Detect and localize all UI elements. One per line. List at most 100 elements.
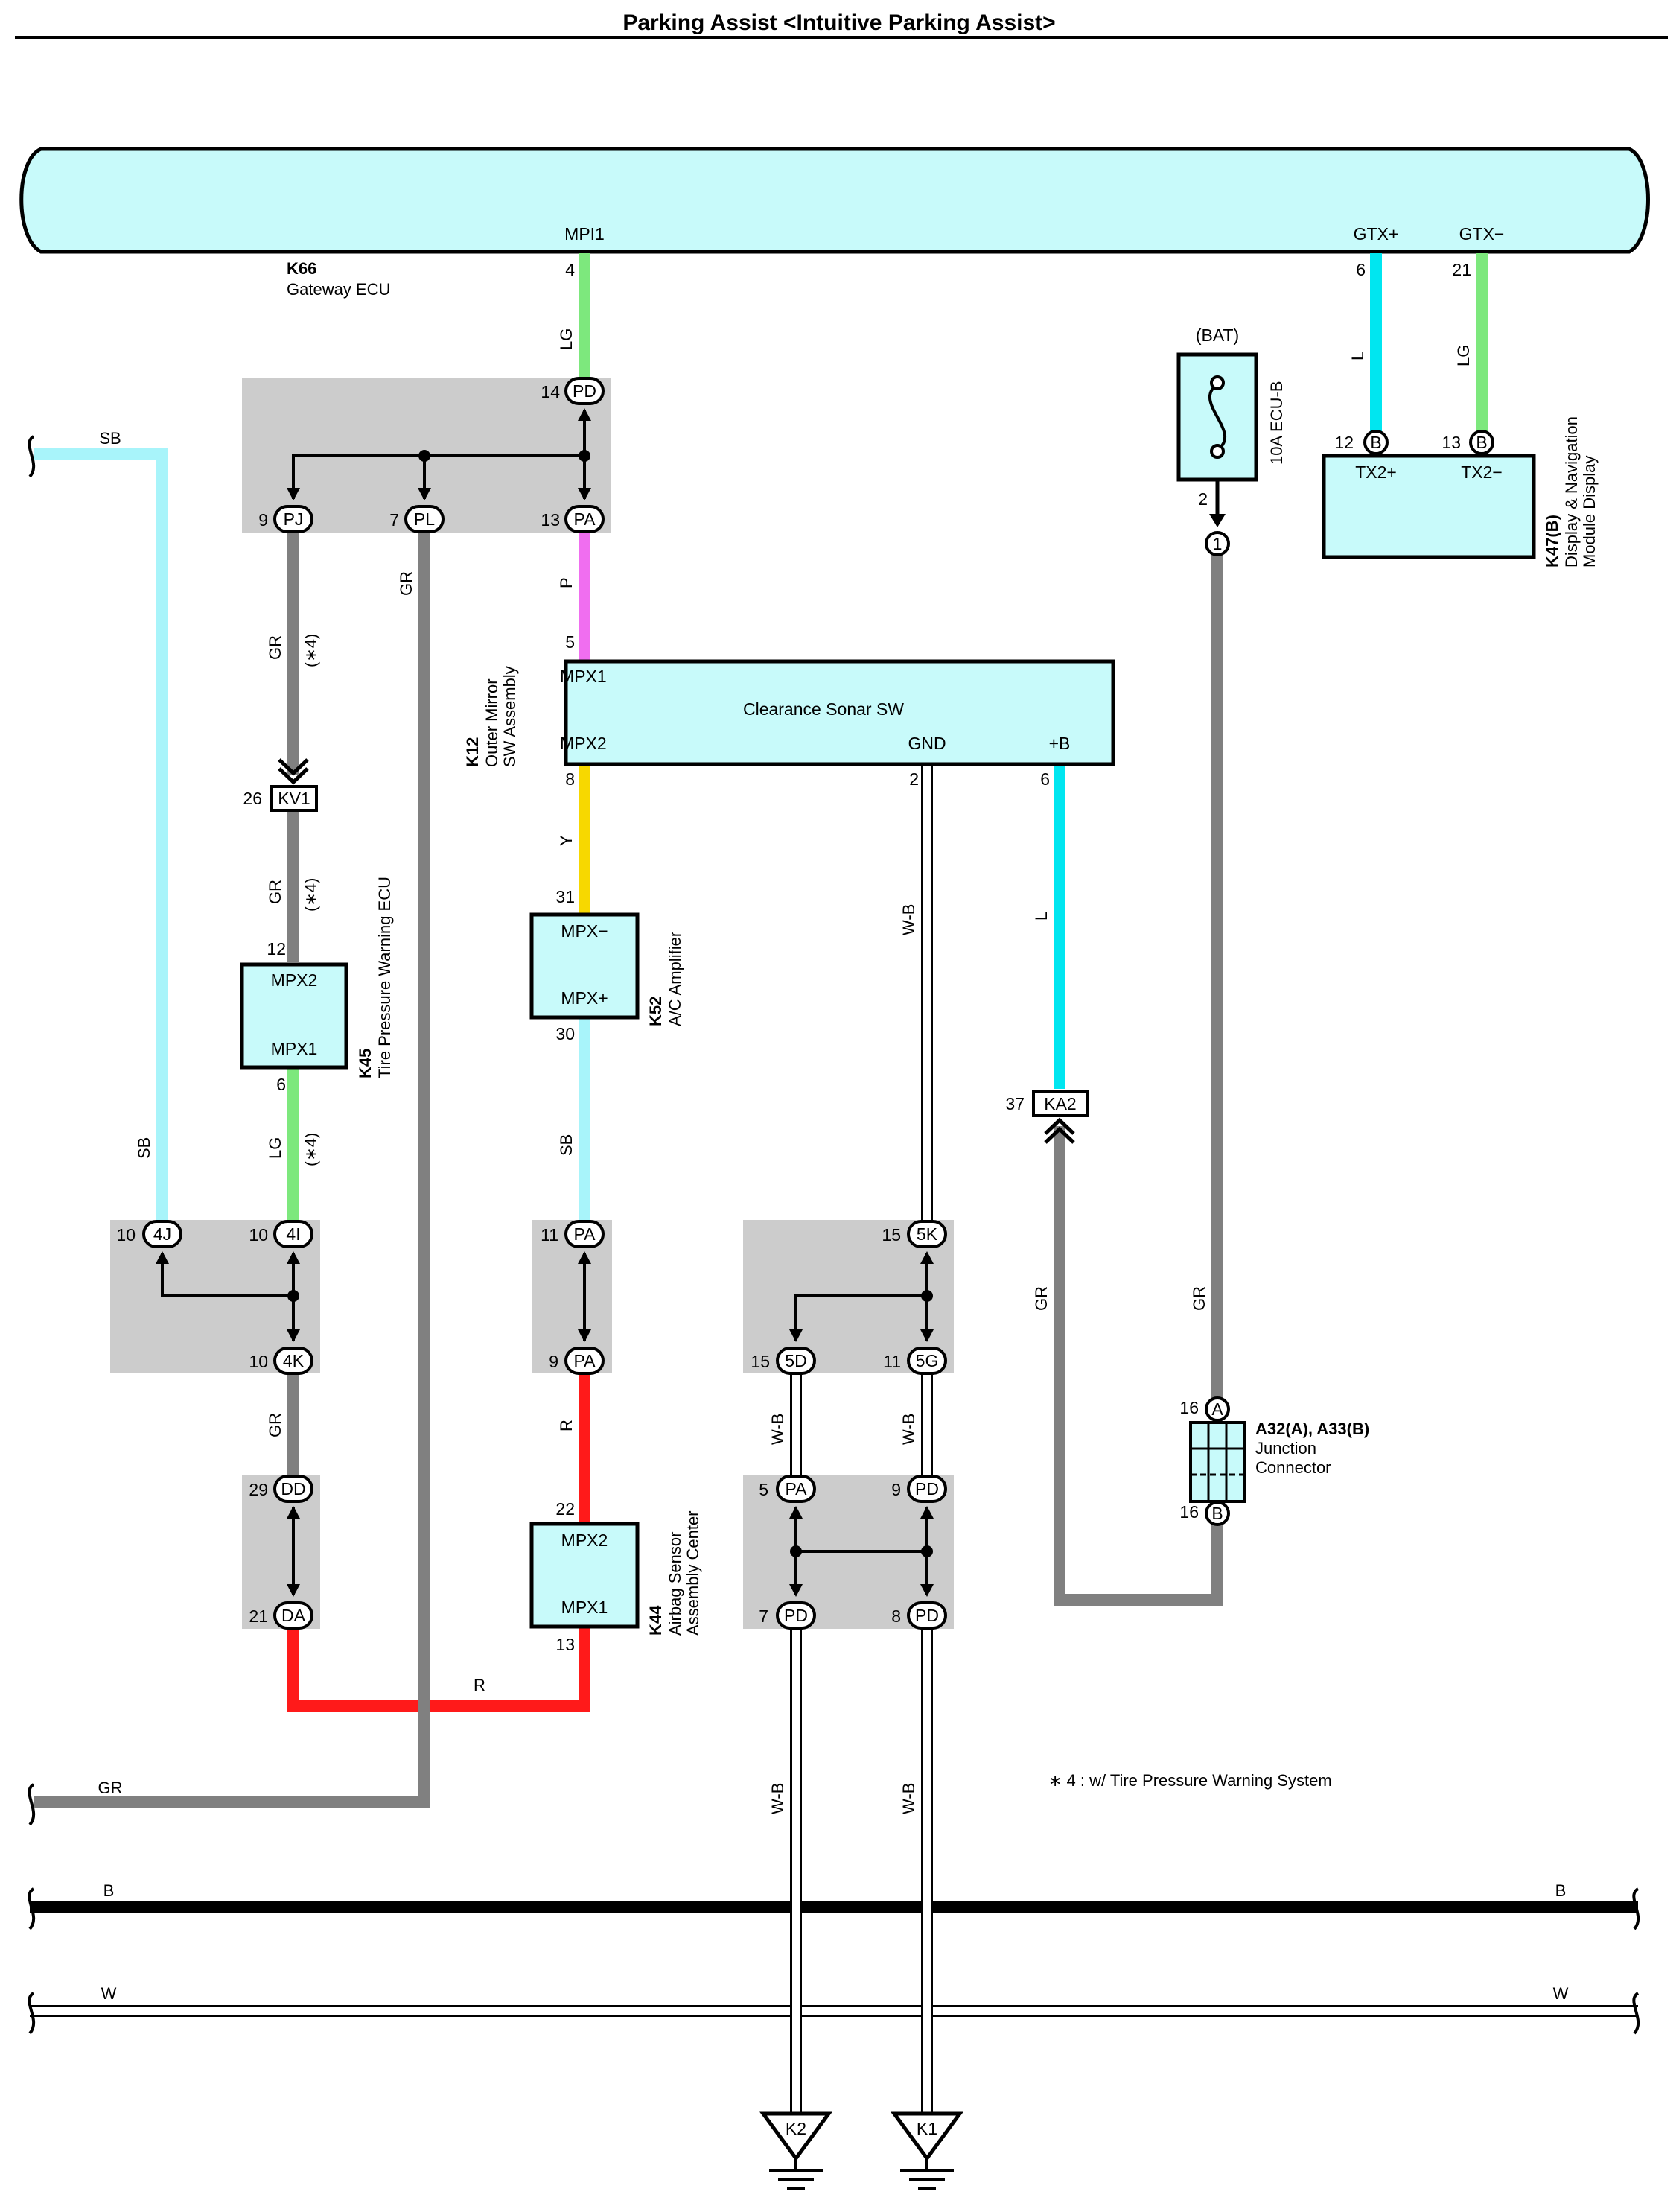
k47-side-label: K47(B) Display & Navigation Module Displ…	[1543, 416, 1599, 568]
svg-text:21: 21	[1452, 260, 1471, 279]
svg-text:Tire Pressure Warning ECU: Tire Pressure Warning ECU	[375, 877, 394, 1078]
svg-text:W-B: W-B	[899, 1783, 918, 1814]
k44-side-label: K44 Airbag Sensor Assembly Center	[646, 1510, 702, 1636]
svg-text:B: B	[1370, 433, 1381, 452]
svg-text:GR: GR	[266, 635, 284, 660]
svg-text:13: 13	[1441, 433, 1461, 452]
svg-text:37: 37	[1005, 1094, 1025, 1113]
inline-connector-kv1: KV1	[270, 758, 318, 812]
k12-pin-b: +B	[1049, 734, 1071, 753]
svg-text:15: 15	[882, 1225, 901, 1245]
svg-text:W-B: W-B	[899, 1414, 918, 1445]
svg-text:PD: PD	[915, 1606, 939, 1625]
svg-text:16: 16	[1179, 1398, 1199, 1417]
svg-text:DA: DA	[281, 1606, 306, 1625]
svg-text:W-B: W-B	[768, 1414, 787, 1445]
svg-text:K44: K44	[646, 1605, 665, 1636]
svg-text:6: 6	[276, 1075, 286, 1094]
svg-text:B: B	[1211, 1504, 1223, 1523]
svg-text:Assembly Center: Assembly Center	[684, 1510, 702, 1636]
svg-text:Outer Mirror: Outer Mirror	[482, 678, 501, 767]
svg-text:5K: 5K	[917, 1224, 938, 1244]
svg-text:15: 15	[751, 1352, 770, 1371]
footnote: ∗ 4 : w/ Tire Pressure Warning System	[1048, 1771, 1332, 1790]
junction-code: A32(A), A33(B)	[1255, 1420, 1369, 1438]
k47-pin-tx2m: TX2−	[1461, 463, 1503, 482]
svg-text:5: 5	[759, 1480, 768, 1499]
svg-text:9: 9	[258, 510, 268, 530]
junction-connector-symbol	[1189, 1421, 1246, 1503]
k66-pin-gtxp: GTX+	[1354, 224, 1399, 244]
svg-text:26: 26	[243, 789, 262, 808]
svg-text:SB: SB	[557, 1134, 576, 1156]
svg-text:GR: GR	[397, 571, 415, 596]
connector-labels: PD PJ PL PA 4J 4I 4K PA PA 5K 5D 5G DD D…	[153, 381, 1488, 1625]
k47-display-module-box	[1322, 454, 1536, 559]
k12-side-label: K12 Outer Mirror SW Assembly	[463, 666, 519, 767]
svg-text:2: 2	[1198, 489, 1208, 509]
wires	[30, 253, 1638, 2017]
k66-gateway-ecu-body	[19, 147, 1650, 254]
svg-text:4K: 4K	[283, 1351, 305, 1370]
ground-k2: K2	[759, 2111, 832, 2190]
svg-text:(∗4): (∗4)	[302, 1133, 320, 1166]
svg-text:Y: Y	[557, 835, 576, 846]
svg-text:5D: 5D	[785, 1351, 806, 1370]
svg-text:8: 8	[891, 1606, 901, 1626]
svg-text:PA: PA	[574, 1351, 596, 1370]
svg-text:SW Assembly: SW Assembly	[500, 666, 519, 767]
svg-text:SB: SB	[99, 429, 121, 448]
svg-text:K1: K1	[917, 2119, 937, 2138]
svg-text:PA: PA	[574, 1224, 596, 1244]
svg-text:PA: PA	[574, 509, 596, 529]
svg-text:Module Display: Module Display	[1580, 456, 1599, 568]
svg-text:PD: PD	[915, 1479, 939, 1498]
svg-text:R: R	[474, 1676, 485, 1694]
svg-text:7: 7	[759, 1606, 768, 1626]
svg-text:GR: GR	[266, 1413, 284, 1437]
k12-pin-mpx1: MPX1	[560, 667, 607, 686]
k52-side-label: K52 A/C Amplifier	[646, 932, 684, 1026]
svg-text:SB: SB	[135, 1137, 153, 1159]
junction-arrowheads	[156, 408, 934, 1597]
k66-code: K66	[287, 259, 316, 278]
svg-text:10: 10	[249, 1352, 268, 1371]
k12-box-label: Clearance Sonar SW	[743, 699, 904, 719]
svg-text:31: 31	[555, 887, 575, 906]
svg-text:B: B	[1555, 1881, 1567, 1900]
svg-text:LG: LG	[266, 1137, 284, 1159]
svg-text:6: 6	[1356, 260, 1366, 279]
svg-text:10: 10	[116, 1225, 136, 1245]
svg-text:30: 30	[555, 1024, 575, 1043]
svg-text:29: 29	[249, 1480, 268, 1499]
svg-text:1: 1	[1213, 534, 1223, 553]
svg-text:GR: GR	[266, 880, 284, 904]
svg-text:21: 21	[249, 1606, 268, 1626]
junction-dots	[287, 450, 933, 1557]
k66-name: Gateway ECU	[287, 280, 390, 299]
svg-text:W-B: W-B	[768, 1783, 787, 1814]
svg-text:K47(B): K47(B)	[1543, 515, 1561, 568]
svg-text:PA: PA	[786, 1479, 808, 1498]
junction-name-line1: Junction	[1255, 1439, 1316, 1458]
svg-text:P: P	[557, 577, 576, 588]
svg-text:W: W	[1553, 1984, 1569, 2003]
k52-pin-mpxm: MPX−	[561, 921, 608, 941]
k66-pin-mpi1: MPI1	[564, 224, 605, 244]
svg-text:KV1: KV1	[278, 789, 310, 808]
svg-text:7: 7	[389, 510, 399, 530]
svg-text:9: 9	[549, 1352, 558, 1371]
k45-pin-mpx1: MPX1	[271, 1039, 318, 1058]
svg-text:PD: PD	[784, 1606, 808, 1625]
svg-text:PJ: PJ	[284, 509, 304, 529]
svg-text:10A ECU-B: 10A ECU-B	[1267, 381, 1286, 465]
svg-text:GR: GR	[1032, 1286, 1051, 1311]
fuse-rating-label: 10A ECU-B	[1267, 381, 1286, 465]
svg-text:LG: LG	[557, 328, 576, 350]
svg-text:KA2: KA2	[1044, 1094, 1076, 1113]
svg-text:L: L	[1032, 912, 1051, 921]
svg-text:4I: 4I	[286, 1224, 300, 1244]
fuse-source-label: (BAT)	[1196, 325, 1239, 345]
connector-capsules	[142, 377, 1494, 1630]
